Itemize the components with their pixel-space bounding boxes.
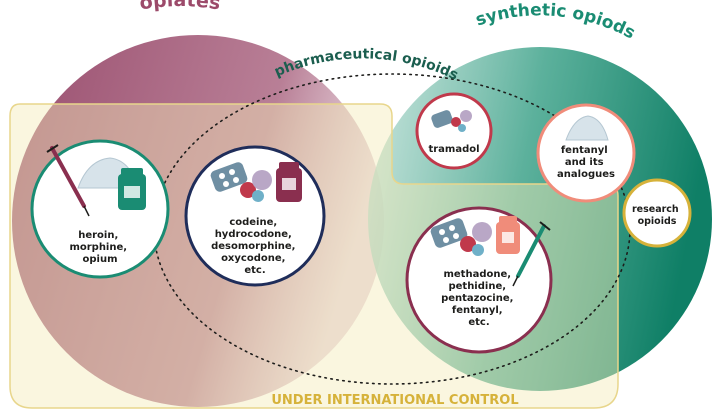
- syringe-icon: [46, 144, 90, 217]
- powder-pile-icon: [565, 115, 609, 141]
- pill-blister-icon: [430, 218, 468, 248]
- pill-blister-icon: [431, 110, 472, 132]
- medicine-bottle-icon: [118, 168, 146, 210]
- svg-text:heroin, morphine,: heroin, morphine, opium: [69, 230, 130, 265]
- node-tramadol: tramadol: [415, 92, 493, 170]
- svg-text:tramadol: tramadol: [428, 144, 479, 155]
- opiates-heading: opiates: [138, 0, 222, 15]
- international-control-label: UNDER INTERNATIONAL CONTROL: [271, 393, 518, 408]
- node-codeine: codeine, hydrocodone, desomorphine, oxyc…: [184, 145, 326, 287]
- synthetic-opioids-heading: synthetic opiods: [473, 0, 638, 43]
- pill-blister-icon: [210, 162, 248, 192]
- svg-text:research opioids: research opioids: [632, 204, 682, 227]
- svg-text:methadone, pethidine,: methadone, pethidine, pentazocine, fenta…: [441, 269, 517, 328]
- svg-text:fentanyl and its a: fentanyl and its analogues: [557, 145, 615, 180]
- node-heroin: heroin, morphine, opium: [30, 139, 170, 279]
- medicine-bottle-icon: [496, 216, 520, 254]
- node-fentanyl: fentanyl and its analogues: [536, 103, 636, 203]
- node-research-opioids: research opioids: [622, 178, 692, 248]
- medicine-bottle-icon: [276, 162, 302, 202]
- node-methadone: methadone, pethidine, pentazocine, fenta…: [405, 206, 553, 354]
- capsule-icon: [240, 170, 272, 202]
- svg-text:codeine, hydrocodone,: codeine, hydrocodone, desomorphine, oxyc…: [211, 217, 299, 276]
- syringe-icon: [512, 221, 551, 287]
- capsule-icon: [460, 222, 492, 256]
